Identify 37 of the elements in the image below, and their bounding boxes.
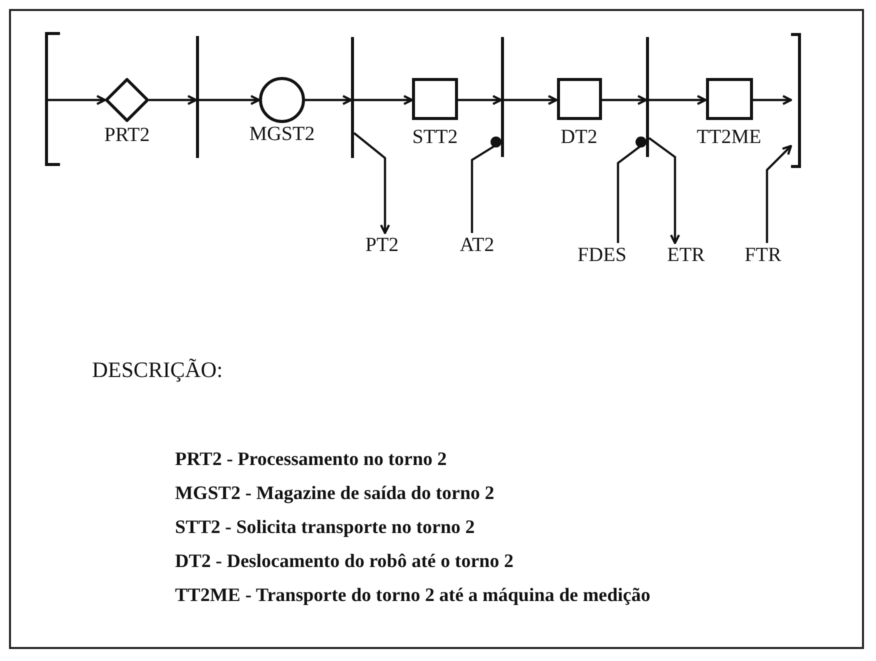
transition-bar [646, 37, 649, 157]
signal-label: FTR [731, 243, 795, 267]
node-label: PRT2 [104, 124, 150, 146]
node-label: TT2ME [696, 126, 762, 148]
signal-label: ETR [654, 243, 718, 267]
signal-label: PT2 [350, 233, 414, 257]
connector-line [616, 136, 647, 243]
arrow [199, 94, 260, 106]
description-item: STT2 - Solicita transporte no torno 2 [175, 516, 475, 540]
description-item: DT2 - Deslocamento do robô até o torno 2 [175, 550, 514, 574]
arrow [353, 132, 390, 234]
description-item: MGST2 - Magazine de saída do torno 2 [175, 482, 494, 506]
arrow [648, 137, 680, 244]
arrow [504, 94, 558, 106]
signal-label: AT2 [445, 233, 509, 257]
transition-bar [351, 37, 354, 158]
description-item: PRT2 - Processamento no torno 2 [175, 448, 447, 472]
node-label: MGST2 [249, 123, 315, 145]
arrow [354, 94, 414, 106]
arrow [752, 94, 792, 106]
arrow [458, 94, 502, 106]
arrow [602, 94, 648, 106]
description-item: TT2ME - Transporte do torno 2 até a máquina de medição [175, 584, 650, 608]
transition-bar [196, 36, 199, 158]
arrow [149, 94, 198, 106]
bracket [45, 32, 60, 166]
node-label: STT2 [412, 126, 458, 148]
connector-line [470, 136, 502, 233]
transition-bar [501, 37, 504, 157]
node-label: DT2 [560, 126, 598, 148]
arrow [649, 94, 707, 106]
arrow [305, 94, 352, 106]
bracket [791, 33, 801, 168]
signal-label: FDES [570, 243, 634, 267]
arrow [766, 144, 792, 243]
section-heading: DESCRIÇÃO: [92, 356, 223, 384]
arrow [45, 94, 106, 106]
